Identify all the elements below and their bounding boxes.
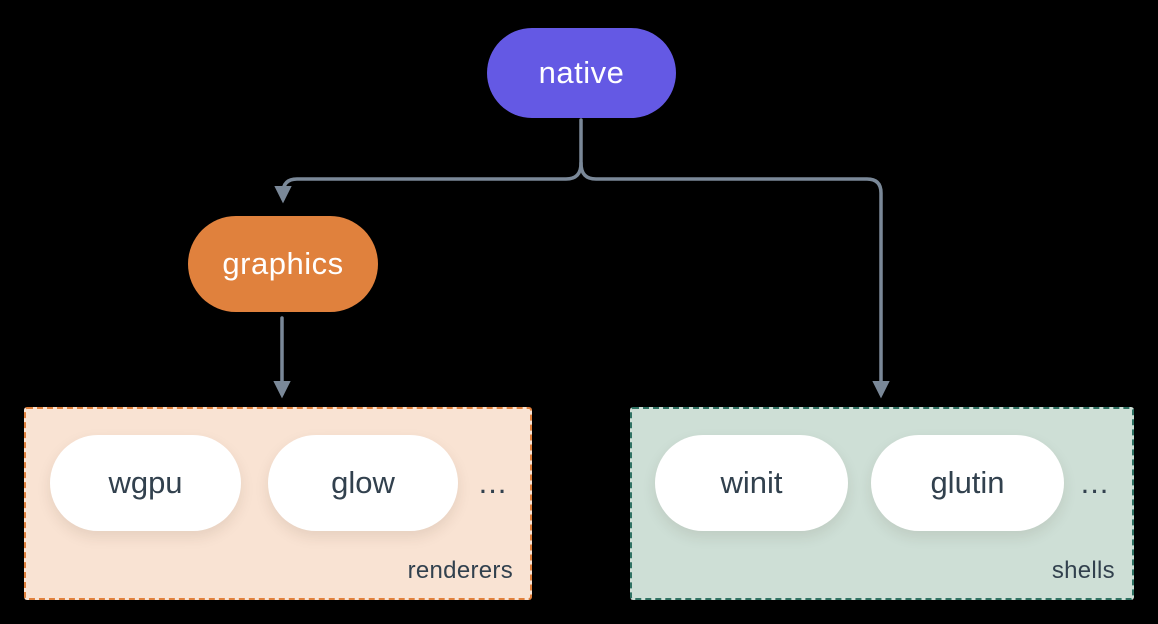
node-native: native xyxy=(487,28,676,118)
shells-group-label: shells xyxy=(1051,557,1115,584)
node-wgpu-label: wgpu xyxy=(108,465,183,500)
node-glutin-label: glutin xyxy=(930,465,1005,500)
node-winit: winit xyxy=(655,435,848,531)
renderers-group-label: renderers xyxy=(407,557,513,584)
renderers-ellipsis: ... xyxy=(478,465,508,500)
node-native-label: native xyxy=(538,55,625,90)
edge-native-to-shells xyxy=(579,161,890,399)
edge-native-to-graphics xyxy=(274,118,583,204)
group-renderers: wgpu glow ... renderers xyxy=(24,407,532,600)
shells-ellipsis: ... xyxy=(1080,465,1110,500)
node-glow: glow xyxy=(268,435,458,531)
node-glutin: glutin xyxy=(871,435,1064,531)
group-shells: winit glutin ... shells xyxy=(630,407,1134,600)
node-winit-label: winit xyxy=(720,465,783,500)
node-graphics-label: graphics xyxy=(222,246,344,281)
node-glow-label: glow xyxy=(331,465,395,500)
node-wgpu: wgpu xyxy=(50,435,241,531)
node-graphics: graphics xyxy=(188,216,378,312)
